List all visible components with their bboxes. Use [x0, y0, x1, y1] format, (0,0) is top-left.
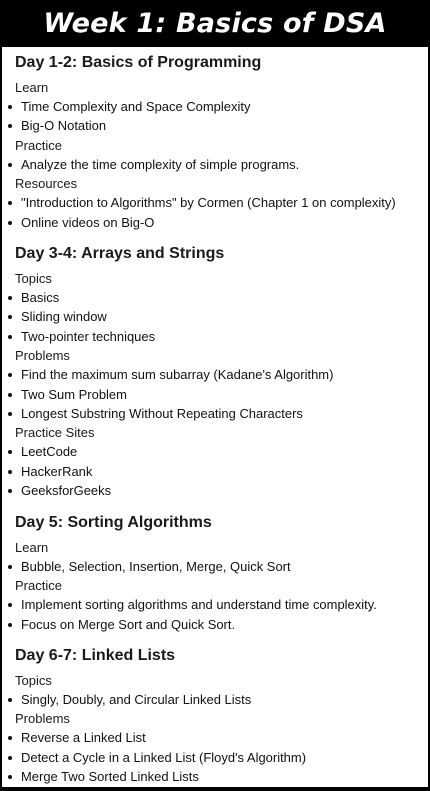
list-item-text: "Introduction to Algorithms" by Cormen (…	[21, 195, 396, 211]
list-item-text: Detect a Cycle in a Linked List (Floyd's…	[21, 749, 307, 765]
bullet-icon	[8, 603, 12, 608]
day-title: Day 5: Sorting Algorithms	[15, 513, 212, 531]
bullet-icon	[8, 564, 12, 569]
bullet-icon	[8, 622, 12, 627]
bullet-icon	[8, 201, 12, 206]
group-label: Practice Sites	[15, 425, 95, 441]
list-item: Reverse a Linked List	[8, 728, 428, 747]
group-label: Practice	[15, 578, 62, 594]
list-item-text: Online videos on Big-O	[21, 214, 155, 230]
header-banner: Week 1: Basics of DSA	[0, 0, 430, 47]
group-label: Practice	[15, 137, 62, 153]
list-item-text: LeetCode	[21, 444, 78, 460]
item-list: Bubble, Selection, Insertion, Merge, Qui…	[8, 557, 428, 576]
bullet-icon	[8, 105, 12, 109]
day-title: Day 1-2: Basics of Programming	[15, 54, 262, 71]
list-item: Big-O Notation	[8, 116, 428, 135]
list-item: Implement sorting algorithms and underst…	[8, 595, 428, 614]
list-item-text: Implement sorting algorithms and underst…	[21, 597, 377, 613]
bullet-icon	[8, 736, 12, 741]
list-item: Focus on Merge Sort and Quick Sort.	[8, 615, 428, 634]
list-item: Time Complexity and Space Complexity	[8, 97, 428, 116]
bullet-icon	[8, 220, 12, 225]
group-label: Topics	[15, 271, 52, 287]
bullet-icon	[8, 469, 12, 474]
list-item-text: Reverse a Linked List	[21, 730, 146, 746]
item-list: Implement sorting algorithms and underst…	[8, 595, 428, 634]
list-item: "Introduction to Algorithms" by Cormen (…	[8, 193, 428, 212]
list-item: Find the maximum sum subarray (Kadane's …	[8, 365, 428, 384]
group-label: Learn	[15, 539, 49, 555]
list-item-text: Basics	[21, 290, 60, 306]
bullet-icon	[8, 373, 12, 378]
bullet-icon	[8, 296, 12, 301]
list-item-text: HackerRank	[21, 463, 93, 479]
list-item-text: Analyze the time complexity of simple pr…	[21, 156, 300, 172]
item-list: Analyze the time complexity of simple pr…	[8, 155, 428, 174]
bullet-icon	[8, 489, 12, 494]
list-item-text: Two Sum Problem	[21, 386, 127, 402]
item-list: "Introduction to Algorithms" by Cormen (…	[8, 193, 428, 232]
day-title: Day 6-7: Linked Lists	[15, 646, 176, 664]
list-item: Detect a Cycle in a Linked List (Floyd's…	[8, 748, 428, 767]
bullet-icon	[8, 412, 12, 417]
bullet-icon	[8, 392, 12, 397]
bullet-icon	[8, 334, 12, 339]
list-item: Two Sum Problem	[8, 385, 428, 404]
list-item: Two-pointer techniques	[8, 327, 428, 346]
list-item-text: Longest Substring Without Repeating Char…	[21, 406, 303, 422]
list-item: Longest Substring Without Repeating Char…	[8, 404, 428, 423]
bullet-icon	[8, 124, 12, 129]
list-item: Merge Two Sorted Linked Lists	[8, 767, 428, 786]
list-item: Basics	[8, 288, 428, 307]
list-item-text: Find the maximum sum subarray (Kadane's …	[21, 367, 334, 383]
list-item-text: Sliding window	[21, 309, 107, 325]
group-label: Resources	[15, 176, 78, 192]
bullet-icon	[8, 697, 12, 702]
bullet-icon	[8, 450, 12, 455]
list-item: Singly, Doubly, and Circular Linked List…	[8, 690, 428, 709]
list-item-text: GeeksforGeeks	[21, 483, 112, 499]
list-item: HackerRank	[8, 462, 428, 481]
list-item-text: Big-O Notation	[21, 118, 107, 134]
list-item-text: Merge Two Sorted Linked Lists	[21, 769, 199, 785]
day-title: Day 3-4: Arrays and Strings	[15, 245, 225, 263]
list-item: Analyze the time complexity of simple pr…	[8, 155, 428, 174]
list-item-text: Time Complexity and Space Complexity	[21, 99, 251, 114]
list-item: Online videos on Big-O	[8, 213, 428, 232]
group-label: Learn	[15, 80, 49, 95]
bullet-icon	[8, 315, 12, 320]
group-label: Problems	[15, 711, 70, 727]
page-title: Week 1: Basics of DSA	[43, 8, 387, 39]
list-item-text: Two-pointer techniques	[21, 328, 156, 344]
group-label: Topics	[15, 672, 52, 688]
group-label: Problems	[15, 348, 70, 364]
list-item-text: Singly, Doubly, and Circular Linked List…	[21, 691, 252, 707]
list-item: LeetCode	[8, 442, 428, 461]
bullet-icon	[8, 755, 12, 760]
list-item-text: Focus on Merge Sort and Quick Sort.	[21, 616, 236, 632]
list-item: GeeksforGeeks	[8, 481, 428, 500]
bullet-icon	[8, 162, 12, 167]
item-list: Singly, Doubly, and Circular Linked List…	[8, 690, 428, 709]
list-item-text: Bubble, Selection, Insertion, Merge, Qui…	[21, 558, 291, 574]
bullet-icon	[8, 775, 12, 780]
item-list: Find the maximum sum subarray (Kadane's …	[8, 365, 428, 423]
list-item: Bubble, Selection, Insertion, Merge, Qui…	[8, 557, 428, 576]
list-item: Sliding window	[8, 307, 428, 326]
